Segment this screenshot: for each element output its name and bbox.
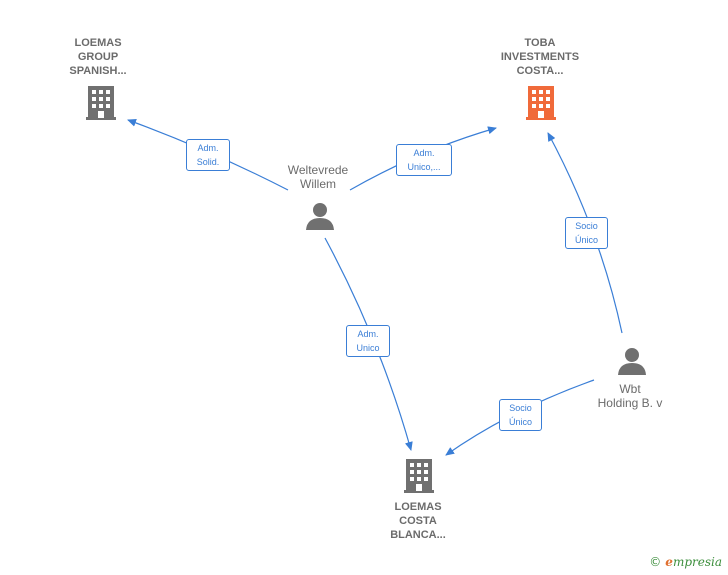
node-label-line: LOEMAS xyxy=(394,501,442,513)
edge-label-line: Único xyxy=(574,235,598,245)
node-label-line: SPANISH... xyxy=(69,65,127,77)
node-loemas-costa[interactable]: LOEMAS COSTA BLANCA... xyxy=(368,500,468,542)
node-toba[interactable]: TOBA INVESTMENTS COSTA... xyxy=(480,36,600,78)
edge-label-line: Adm. xyxy=(357,329,379,339)
building-icon xyxy=(86,86,116,120)
brand-initial: e xyxy=(665,555,673,569)
brand-name: mpresia xyxy=(672,555,722,569)
node-label-line: GROUP xyxy=(77,51,119,63)
edge-label-socio-unico-toba[interactable]: Socio Único xyxy=(565,217,608,249)
node-label-line: INVESTMENTS xyxy=(500,51,580,63)
node-label-line: Holding B. v xyxy=(597,396,663,410)
edge-label-adm-unico[interactable]: Adm. Unico xyxy=(346,325,390,357)
node-label-line: Wbt xyxy=(619,382,641,396)
building-icon xyxy=(526,86,556,120)
node-label-line: Willem xyxy=(300,177,336,191)
edge-label-line: Único xyxy=(508,417,532,427)
edge-label-line: Unico,... xyxy=(407,162,441,172)
person-icon xyxy=(618,348,646,375)
node-wbt[interactable]: Wbt Holding B. v xyxy=(580,382,680,410)
node-label-line: BLANCA... xyxy=(390,529,446,541)
edge-label-line: Solid. xyxy=(196,157,220,167)
edge-label-socio-unico-loemas-costa[interactable]: Socio Único xyxy=(499,399,542,431)
node-loemas-group[interactable]: LOEMAS GROUP SPANISH... xyxy=(48,36,148,78)
node-label-line: COSTA xyxy=(399,515,437,527)
node-weltevrede[interactable]: Weltevrede Willem xyxy=(268,163,368,191)
person-icon xyxy=(306,203,334,230)
edge-label-adm-solid[interactable]: Adm. Solid. xyxy=(186,139,230,171)
node-label-line: TOBA xyxy=(524,37,556,49)
edge-label-line: Adm. xyxy=(413,148,435,158)
brand-watermark: ©empresia xyxy=(649,555,722,569)
edge-label-adm-unico-multi[interactable]: Adm. Unico,... xyxy=(396,144,452,176)
node-label-line: LOEMAS xyxy=(74,37,122,49)
edge-label-line: Adm. xyxy=(197,143,219,153)
edge-label-line: Unico xyxy=(356,343,380,353)
edge-label-line: Socio xyxy=(575,221,598,231)
copyright-symbol: © xyxy=(649,555,662,569)
building-icon xyxy=(404,459,434,493)
edge-label-line: Socio xyxy=(509,403,532,413)
node-label-line: COSTA... xyxy=(516,65,564,77)
node-label-line: Weltevrede xyxy=(287,163,349,177)
